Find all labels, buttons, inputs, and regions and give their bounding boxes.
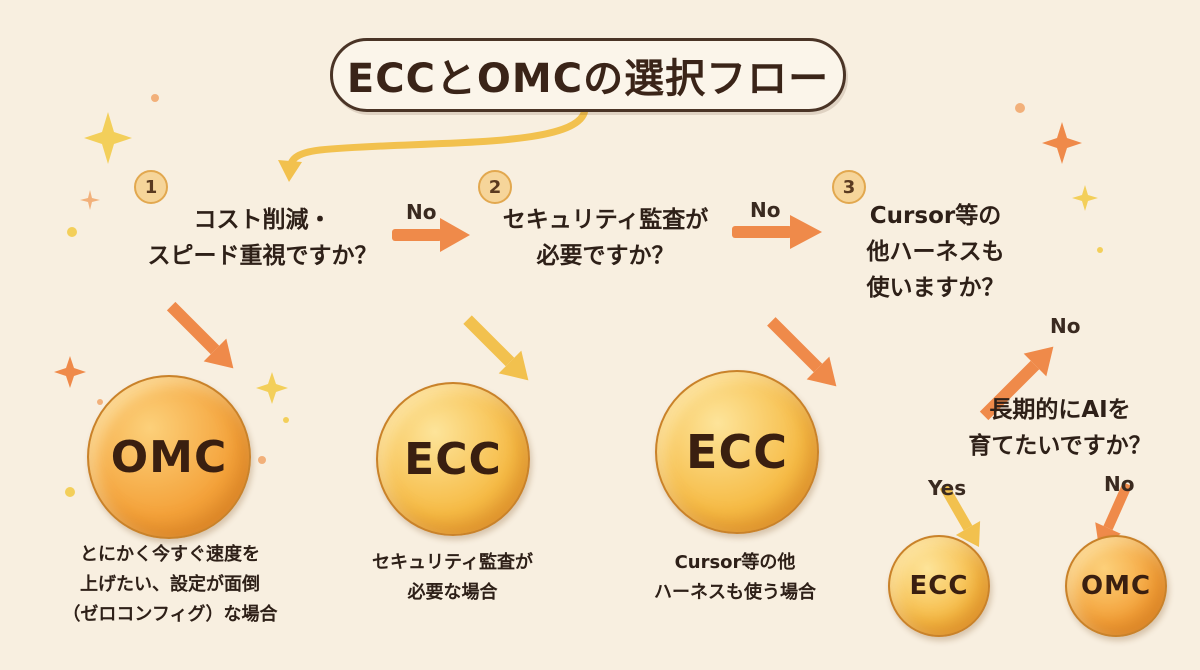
result-label-omc-5: OMC [1080, 571, 1152, 601]
title-connector-arrowhead [278, 160, 302, 182]
label-no-step1: No [406, 200, 437, 224]
dot-icon [97, 399, 103, 405]
title-box: ECCとOMCの選択フロー [330, 38, 846, 112]
result-description-ecc-3: Cursor等の他 ハーネスも使う場合 [654, 552, 816, 603]
result-label-ecc-3: ECC [686, 425, 788, 479]
result-description-ecc-2: セキュリティ監査が 必要な場合 [372, 552, 533, 603]
label-no-step3: No [1050, 314, 1081, 338]
question-step-3: Cursor等の 他ハーネスも 使いますか？ [866, 203, 1005, 301]
label-no-step2: No [750, 198, 781, 222]
page-title: ECCとOMCの選択フロー [346, 56, 830, 102]
dot-icon [1015, 103, 1025, 113]
result-label-ecc-4: ECC [909, 571, 969, 601]
arrow-step2-to-ecc [463, 315, 529, 381]
sparkle-icon [80, 190, 100, 210]
dot-icon [283, 417, 289, 423]
arrow-step3-to-subquestion [979, 346, 1054, 421]
sparkle-icon [1042, 122, 1082, 164]
arrow-step1-to-step2 [392, 218, 470, 252]
question-long-term-ai: 長期的にAIを 育てたいですか？ [968, 397, 1152, 459]
result-coin-ecc-4: ECC [888, 535, 990, 637]
arrow-step2-to-step3 [732, 215, 822, 249]
label-yes-long-term: Yes [928, 476, 967, 500]
step-number-3: 3 [832, 170, 866, 204]
step-number-1: 1 [134, 170, 168, 204]
result-label-ecc-2: ECC [404, 433, 502, 485]
result-description-omc-1: とにかく今すぐ速度を 上げたい、設定が面倒 （ゼロコンフィグ）な場合 [62, 544, 278, 625]
question-step-1: コスト削減・ スピード重視ですか？ [147, 207, 378, 269]
question-step-2: セキュリティ監査が 必要ですか？ [502, 207, 709, 269]
result-coin-ecc-3: ECC [655, 370, 819, 534]
dot-icon [258, 456, 266, 464]
sparkle-icon [256, 372, 288, 404]
label-no-long-term: No [1104, 472, 1135, 496]
title-connector-line [286, 104, 589, 174]
arrow-step3-to-ecc [767, 317, 837, 387]
result-coin-omc-5: OMC [1065, 535, 1167, 637]
sparkle-icon [54, 356, 86, 388]
dot-icon [1097, 247, 1103, 253]
result-coin-ecc-2: ECC [376, 382, 530, 536]
dot-icon [67, 227, 77, 237]
result-label-omc-1: OMC [110, 431, 228, 483]
step-number-2: 2 [478, 170, 512, 204]
arrow-step1-to-omc [166, 301, 234, 369]
dot-icon [65, 487, 75, 497]
sparkle-icon [1072, 185, 1098, 211]
dot-icon [151, 94, 159, 102]
arrow-yes-to-ecc [939, 483, 981, 548]
result-coin-omc-1: OMC [87, 375, 251, 539]
sparkle-icon [84, 112, 132, 164]
